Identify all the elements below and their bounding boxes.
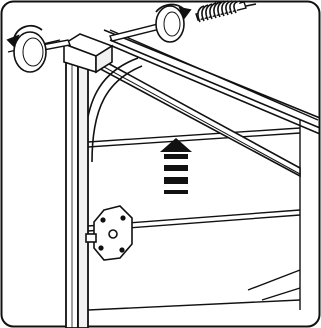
vertical-post — [66, 40, 88, 328]
left-cable-drum — [14, 32, 46, 72]
right-cable-drum — [156, 6, 184, 42]
